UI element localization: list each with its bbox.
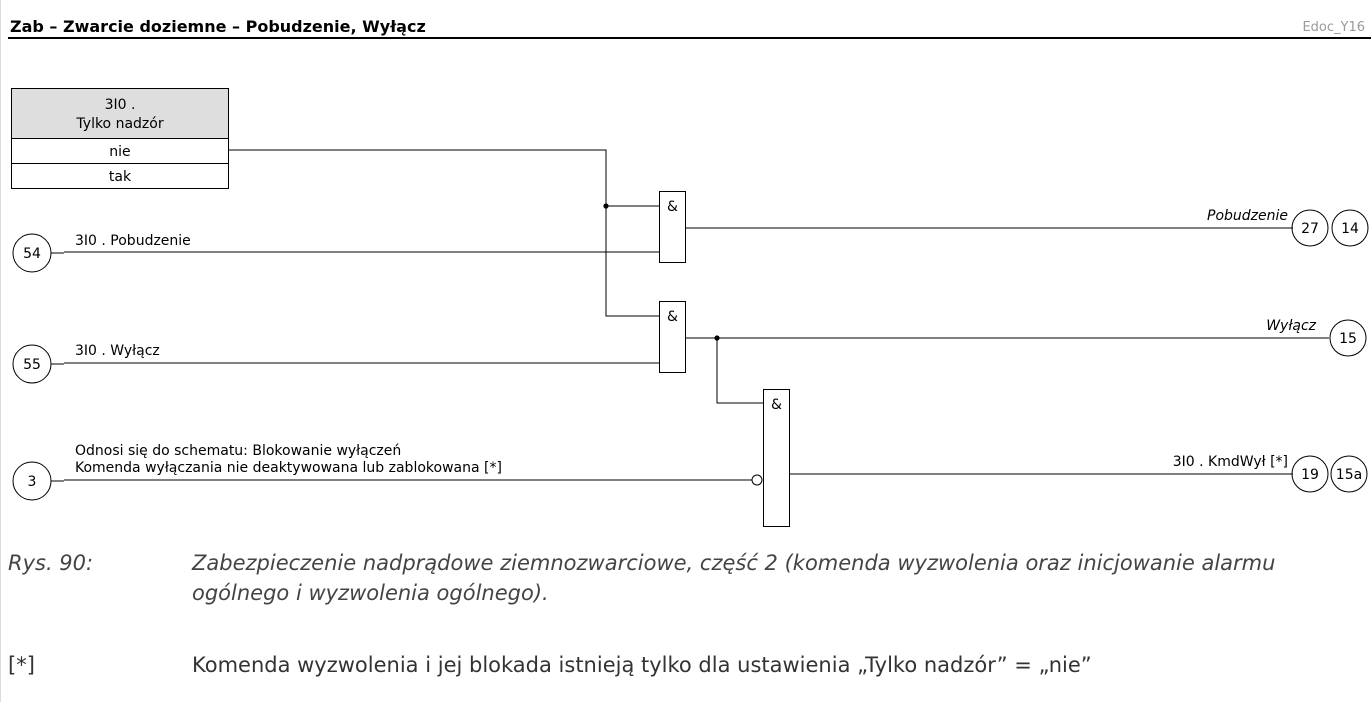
output-ref-14 bbox=[1331, 209, 1369, 247]
setting-table-title-2: Tylko nadzór bbox=[75, 116, 163, 132]
junction-dot bbox=[714, 335, 720, 341]
input-55-number: 55 bbox=[23, 357, 41, 373]
setting-option-tak: tak bbox=[109, 169, 132, 185]
logic-diagram: 3I0 . Tylko nadzór nie tak 54 3I0 . Pobu… bbox=[11, 88, 1369, 527]
output-pickup-label: Pobudzenie bbox=[1207, 208, 1288, 224]
wire-trip-to-gate3 bbox=[716, 338, 763, 404]
input-54-label: 3I0 . Pobudzenie bbox=[75, 233, 191, 249]
output-ref-19 bbox=[1291, 455, 1329, 493]
figure-caption-label: Rys. 90: bbox=[8, 551, 94, 575]
and-gate-trip-command bbox=[763, 389, 790, 527]
and-gate-pickup bbox=[659, 191, 686, 263]
output-ref-27-text: 27 bbox=[1301, 221, 1319, 237]
gate-1-symbol: & bbox=[667, 199, 678, 215]
setting-table-title-1: 3I0 . bbox=[105, 97, 136, 113]
setting-table-header bbox=[11, 88, 229, 139]
output-ref-15 bbox=[1329, 319, 1367, 357]
output-ref-15a bbox=[1330, 455, 1368, 493]
output-trip-command-label: 3I0 . KmdWył [*] bbox=[1173, 454, 1288, 470]
footnote-text: Komenda wyzwolenia i jej blokada istniej… bbox=[192, 653, 1092, 677]
input-3-label-2: Komenda wyłączania nie deaktywowana lub … bbox=[75, 460, 502, 476]
setting-option-nie: nie bbox=[109, 144, 130, 160]
output-ref-19-text: 19 bbox=[1301, 467, 1319, 483]
gate-3-symbol: & bbox=[771, 397, 782, 413]
output-ref-15-text: 15 bbox=[1339, 331, 1357, 347]
output-trip-label: Wyłącz bbox=[1266, 318, 1316, 334]
input-3-number: 3 bbox=[28, 474, 37, 490]
and-gate-trip bbox=[659, 301, 686, 373]
gate-2-symbol: & bbox=[667, 309, 678, 325]
input-3-label-1: Odnosi się do schematu: Blokowanie wyłąc… bbox=[75, 443, 401, 459]
footnote-mark: [*] bbox=[8, 653, 35, 677]
inverter-bubble bbox=[751, 474, 763, 486]
document-reference: Edoc_Y16 bbox=[1302, 20, 1365, 35]
left-margin-line bbox=[0, 0, 1, 702]
wire-supervision-nie bbox=[228, 149, 659, 317]
output-ref-14-text: 14 bbox=[1341, 221, 1359, 237]
output-ref-27 bbox=[1291, 209, 1329, 247]
input-55-label: 3I0 . Wyłącz bbox=[75, 343, 160, 359]
header-rule bbox=[8, 37, 1371, 39]
output-ref-15a-text: 15a bbox=[1336, 467, 1362, 483]
figure-caption-text: Zabezpieczenie nadprądowe ziemnozwarciow… bbox=[192, 551, 1276, 605]
page-title: Zab – Zwarcie doziemne – Pobudzenie, Wył… bbox=[10, 17, 426, 36]
junction-dot bbox=[603, 203, 609, 209]
input-54-number: 54 bbox=[23, 246, 41, 262]
